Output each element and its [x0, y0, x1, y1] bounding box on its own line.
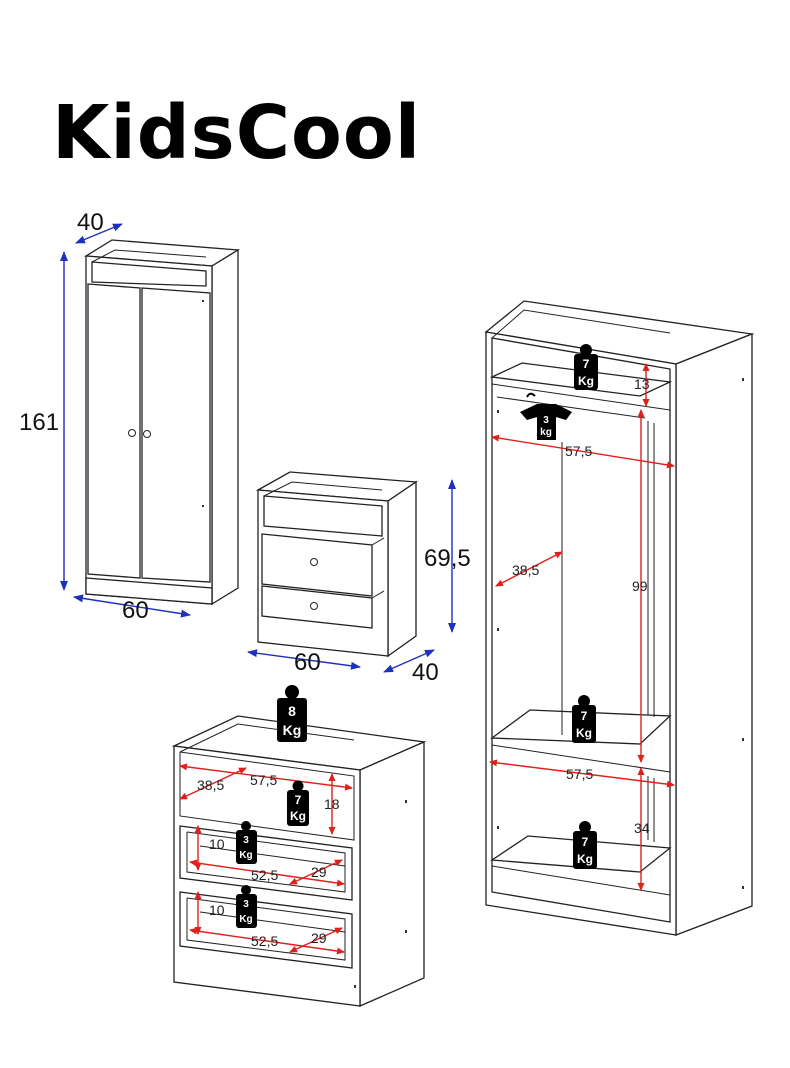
chest-drawing: [171, 715, 427, 1007]
svg-text:Kg: Kg: [283, 722, 302, 738]
svg-text:Kg: Kg: [239, 850, 252, 861]
weight-icon: 7 Kg: [574, 344, 598, 390]
weight-icon: 3 Kg: [236, 821, 257, 864]
weight-icon: 7 Kg: [573, 821, 597, 869]
weight-icon: 3 Kg: [236, 885, 257, 928]
svg-text:3: 3: [243, 899, 249, 910]
weight-icon: 7 Kg: [287, 780, 309, 826]
drawer2-depth-label: 29: [311, 930, 327, 946]
open-wardrobe-rail-width-label: 57,5: [565, 443, 592, 459]
open-wardrobe-shelf-width-label: 57,5: [566, 766, 593, 782]
svg-text:7: 7: [295, 793, 302, 807]
wardrobe-depth-label: 40: [77, 209, 104, 236]
svg-text:7: 7: [581, 709, 588, 723]
drawer1-width-label: 52,5: [251, 867, 278, 883]
wardrobe-drawing: [83, 239, 241, 606]
svg-text:7: 7: [583, 357, 590, 371]
chest-shelf-width-label: 57,5: [250, 772, 277, 788]
open-wardrobe-depth-label: 38,5: [512, 562, 539, 578]
open-wardrobe-top-height-label: 13: [634, 376, 650, 392]
open-wardrobe-bottom-height-label: 34: [634, 820, 650, 836]
svg-text:kg: kg: [540, 427, 552, 438]
wardrobe-width-label: 60: [122, 597, 149, 624]
open-wardrobe-drawing: [484, 300, 755, 936]
nightstand-height-label: 69,5: [424, 545, 471, 572]
drawer1-height-label: 10: [209, 836, 225, 852]
open-wardrobe-hanging-height-label: 99: [632, 578, 648, 594]
drawer1-depth-label: 29: [311, 864, 327, 880]
wardrobe-height-label: 161: [19, 409, 59, 436]
svg-text:7: 7: [582, 835, 589, 849]
nightstand-depth-label: 40: [412, 659, 439, 686]
chest-shelf-height-label: 18: [324, 796, 340, 812]
svg-text:Kg: Kg: [577, 852, 593, 866]
nightstand-drawing: [255, 471, 418, 658]
svg-text:Kg: Kg: [290, 809, 306, 823]
chest-shelf-depth-label: 38,5: [197, 777, 224, 793]
svg-text:3: 3: [543, 415, 549, 426]
brand-logo: KidsCool: [52, 90, 421, 176]
svg-text:8: 8: [288, 703, 296, 719]
svg-text:3: 3: [243, 835, 249, 846]
svg-text:Kg: Kg: [239, 914, 252, 925]
weight-icon: 8 Kg: [277, 685, 307, 742]
svg-text:Kg: Kg: [576, 726, 592, 740]
nightstand-width-label: 60: [294, 649, 321, 676]
weight-icon: 7 Kg: [572, 695, 596, 743]
svg-text:Kg: Kg: [578, 374, 594, 388]
hanger-weight-icon: 3 kg: [520, 392, 572, 440]
drawer2-height-label: 10: [209, 902, 225, 918]
drawer2-width-label: 52,5: [251, 933, 278, 949]
